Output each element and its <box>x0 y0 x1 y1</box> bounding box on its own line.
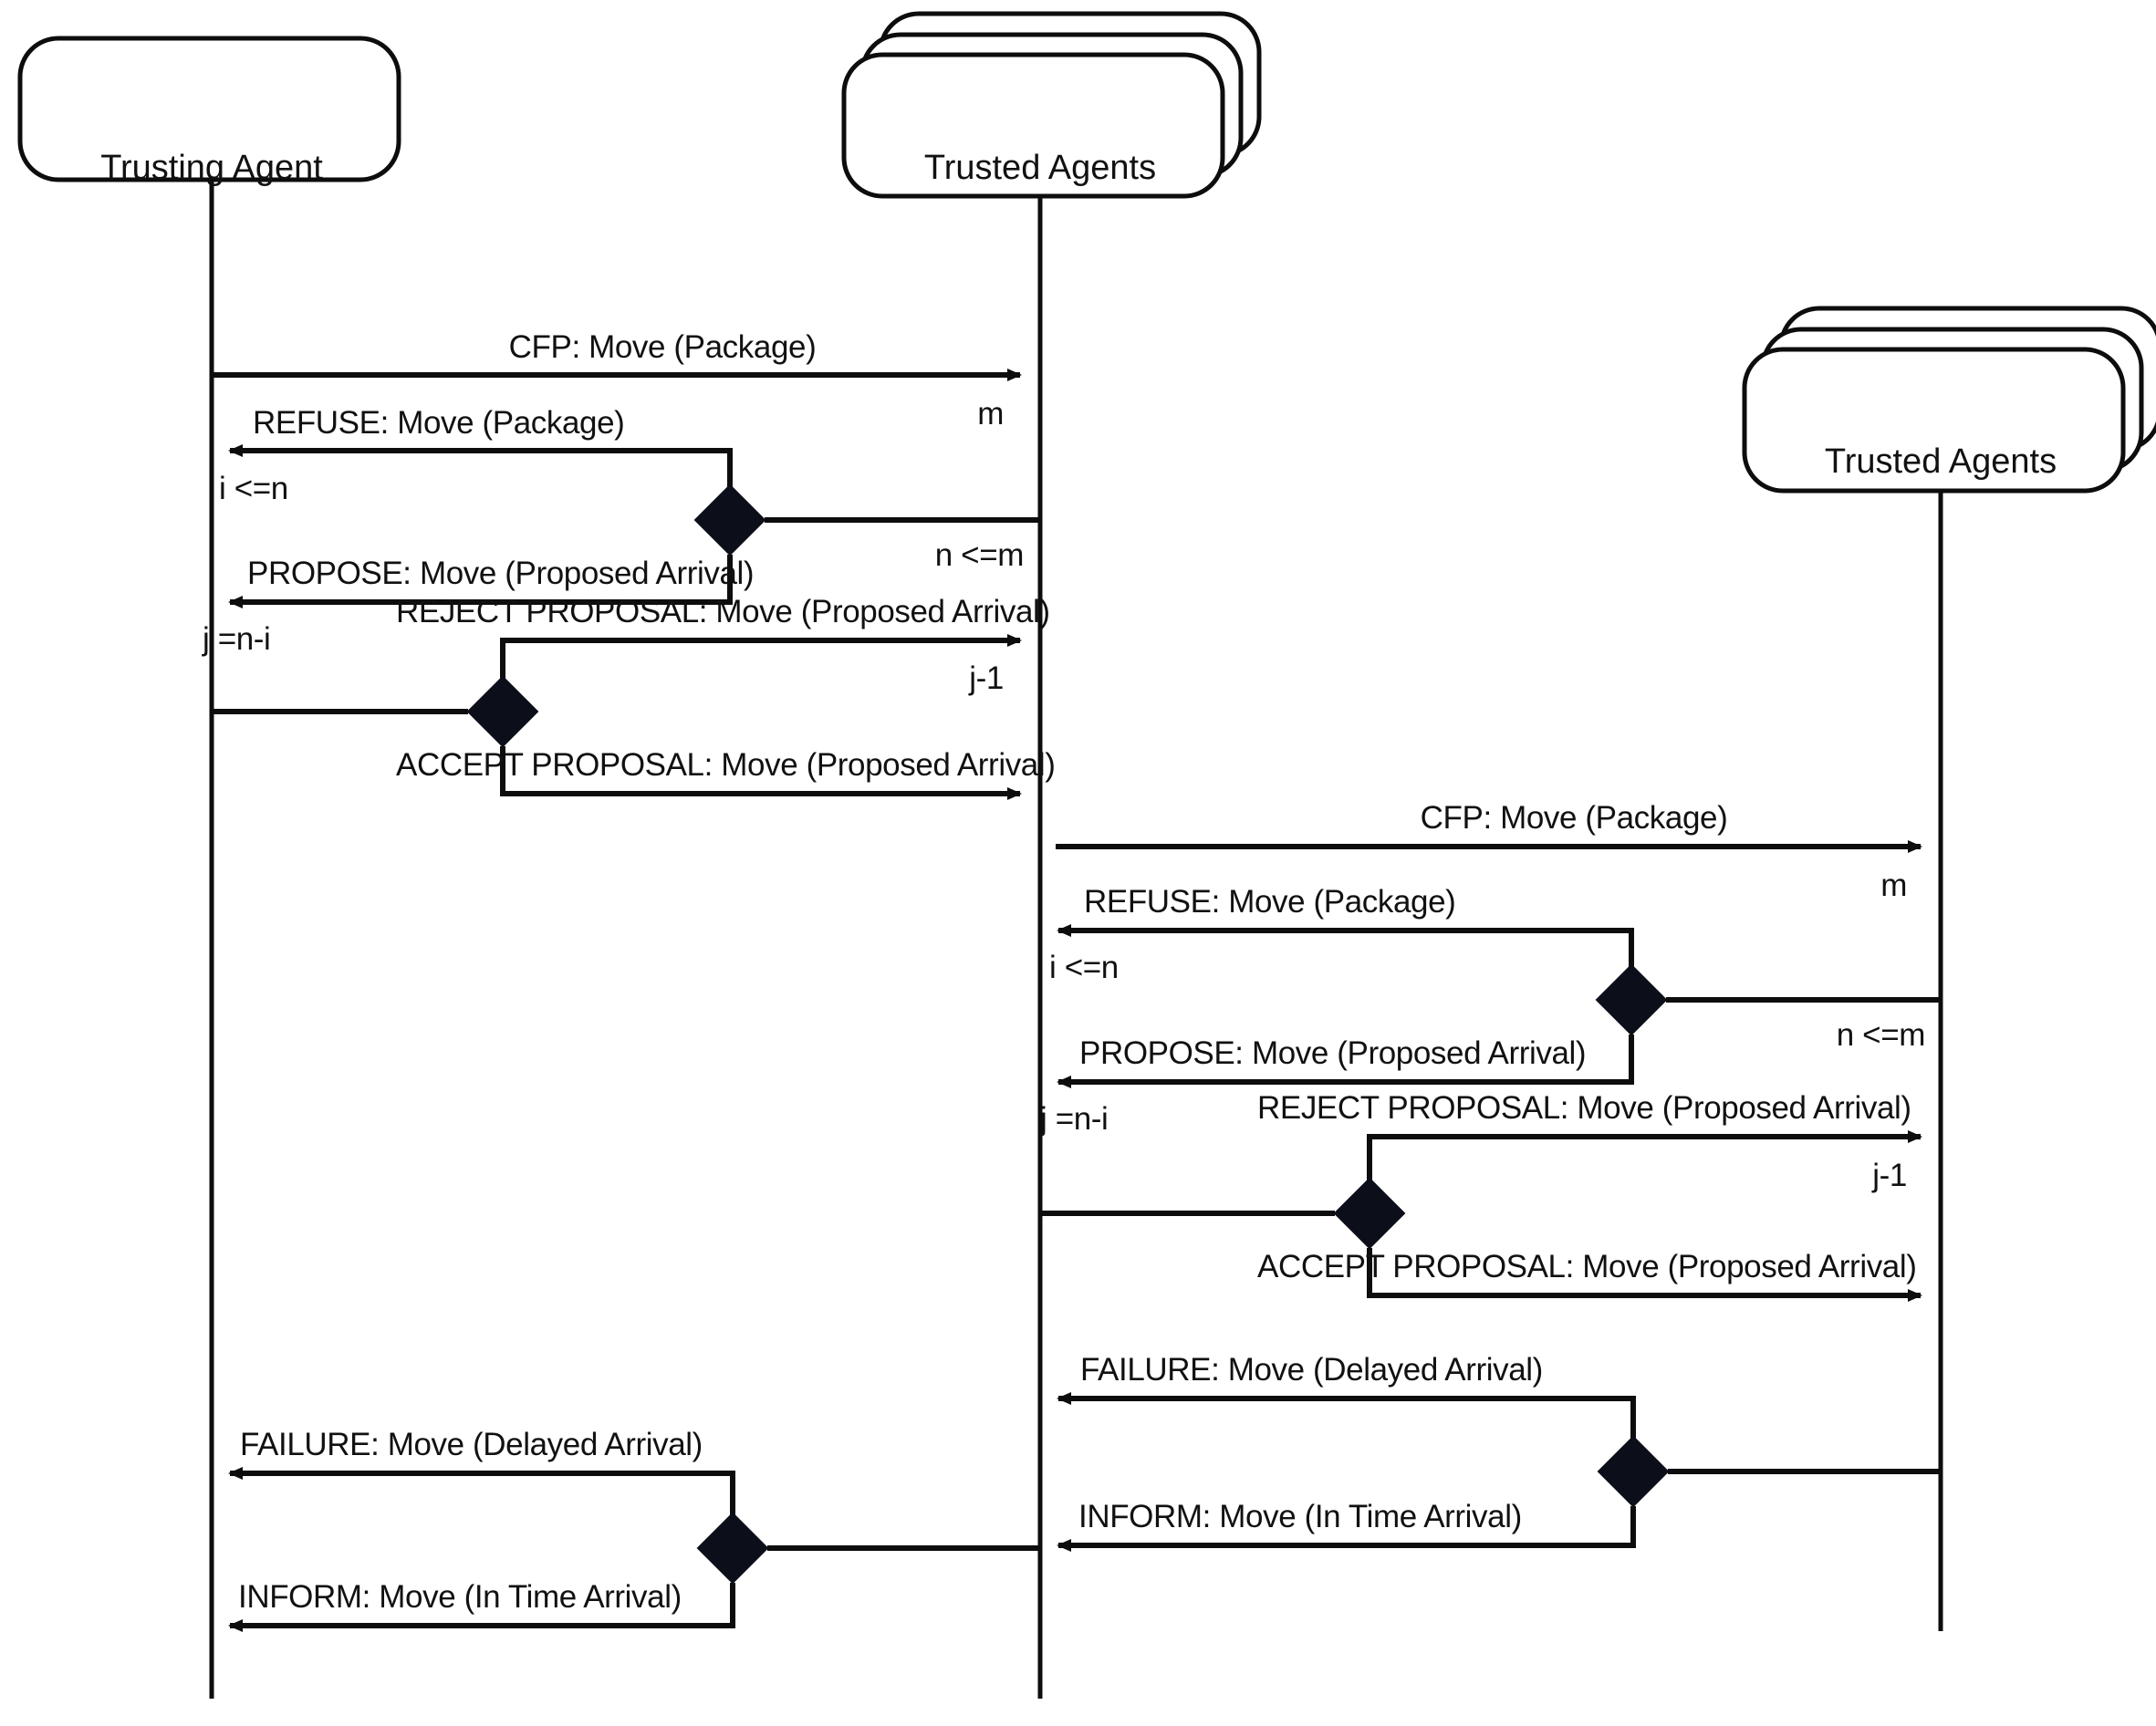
decision-diamond[interactable] <box>1597 1435 1670 1508</box>
trusted-agents-2-label: Trusted Agents <box>1825 442 2057 481</box>
trusted-agents-2-box-front[interactable] <box>1742 347 2126 494</box>
message-accept-proposal-right[interactable]: ACCEPT PROPOSAL: Move (Proposed Arrival) <box>1257 1248 1922 1302</box>
message-refuse-left[interactable]: REFUSE: Move (Package) i <=n <box>219 405 733 520</box>
message-label: CFP: Move (Package) <box>1421 800 1728 836</box>
message-label: INFORM: Move (In Time Arrival) <box>238 1579 682 1615</box>
decision-diamond[interactable] <box>1333 1177 1406 1250</box>
participant-trusting-agent[interactable]: Trusting Agent <box>17 36 401 187</box>
branch-failure-inform-left[interactable] <box>696 1512 1040 1585</box>
multiplicity-m-left: m <box>977 396 1004 432</box>
message-label: REJECT PROPOSAL: Move (Proposed Arrival) <box>1257 1090 1911 1126</box>
message-label: REJECT PROPOSAL: Move (Proposed Arrival) <box>396 594 1050 629</box>
participant-trusted-agents-2[interactable]: Trusted Agents <box>1742 306 2156 494</box>
message-inform-left[interactable]: INFORM: Move (In Time Arrival) <box>228 1579 735 1632</box>
message-arrow <box>1367 1248 1922 1302</box>
decision-diamond[interactable] <box>693 483 766 556</box>
branch-reject-accept-right[interactable] <box>1040 1177 1406 1250</box>
branch-refuse-propose-right[interactable]: n <=m <box>1595 963 1941 1053</box>
message-arrow <box>1057 924 1634 1000</box>
message-label: REFUSE: Move (Package) <box>1084 884 1455 920</box>
message-arrow <box>500 746 1022 800</box>
message-arrow <box>228 444 733 520</box>
branch-failure-inform-right[interactable] <box>1597 1435 1941 1508</box>
multiplicity-n-right: n <=m <box>1837 1017 1925 1053</box>
message-reject-proposal-left[interactable]: REJECT PROPOSAL: Move (Proposed Arrival)… <box>396 594 1050 712</box>
message-arrow <box>1057 1392 1636 1471</box>
message-failure-left[interactable]: FAILURE: Move (Delayed Arrival) <box>228 1427 735 1548</box>
trusting-agent-label: Trusting Agent <box>100 149 323 187</box>
message-arrow <box>1057 1506 1636 1552</box>
message-arrow <box>1057 1035 1634 1088</box>
message-label: ACCEPT PROPOSAL: Move (Proposed Arrival) <box>1257 1249 1917 1284</box>
message-inform-right[interactable]: INFORM: Move (In Time Arrival) <box>1057 1499 1636 1552</box>
message-arrow <box>228 555 733 608</box>
message-arrow <box>228 1583 735 1632</box>
trusting-agent-box[interactable] <box>17 36 401 182</box>
message-label: PROPOSE: Move (Proposed Arrival) <box>247 556 754 591</box>
trusted-agents-1-label: Trusted Agents <box>924 149 1156 187</box>
message-label: FAILURE: Move (Delayed Arrival) <box>240 1427 703 1462</box>
message-cfp-left[interactable]: CFP: Move (Package) m <box>212 329 1022 432</box>
multiplicity-j1-right: j-1 <box>1871 1158 1907 1193</box>
message-arrow <box>1367 1130 1922 1213</box>
multiplicity-i-left: i <=n <box>219 471 288 506</box>
message-label: PROPOSE: Move (Proposed Arrival) <box>1079 1035 1586 1071</box>
multiplicity-i-right: i <=n <box>1049 950 1119 985</box>
message-label: ACCEPT PROPOSAL: Move (Proposed Arrival) <box>396 747 1056 783</box>
branch-refuse-propose-left[interactable]: n <=m <box>693 483 1040 573</box>
trusted-agents-1-box-front[interactable] <box>841 52 1225 199</box>
message-label: INFORM: Move (In Time Arrival) <box>1078 1499 1522 1534</box>
message-propose-right[interactable]: PROPOSE: Move (Proposed Arrival) j =n-i <box>1039 1035 1634 1137</box>
multiplicity-j1-left: j-1 <box>968 660 1004 696</box>
branch-reject-accept-left[interactable] <box>212 675 539 748</box>
decision-diamond[interactable] <box>1595 963 1668 1036</box>
message-label: CFP: Move (Package) <box>509 329 817 365</box>
decision-diamond[interactable] <box>696 1512 769 1585</box>
decision-diamond[interactable] <box>466 675 539 748</box>
message-cfp-right[interactable]: CFP: Move (Package) m <box>1056 800 1922 903</box>
message-failure-right[interactable]: FAILURE: Move (Delayed Arrival) <box>1057 1352 1636 1471</box>
message-reject-proposal-right[interactable]: REJECT PROPOSAL: Move (Proposed Arrival)… <box>1257 1090 1922 1213</box>
message-propose-left[interactable]: PROPOSE: Move (Proposed Arrival) j =n-i <box>202 555 755 657</box>
multiplicity-j-right: j =n-i <box>1039 1101 1108 1137</box>
message-arrow <box>500 634 1022 712</box>
participant-trusted-agents-1[interactable]: Trusted Agents <box>841 11 1262 199</box>
multiplicity-m-right: m <box>1880 868 1907 903</box>
lifelines <box>209 179 1943 1699</box>
message-refuse-right[interactable]: REFUSE: Move (Package) i <=n <box>1049 884 1634 1000</box>
message-arrow <box>228 1467 735 1548</box>
multiplicity-n-left: n <=m <box>935 537 1024 573</box>
message-label: REFUSE: Move (Package) <box>253 405 624 441</box>
multiplicity-j-left: j =n-i <box>202 621 270 657</box>
message-accept-proposal-left[interactable]: ACCEPT PROPOSAL: Move (Proposed Arrival) <box>396 746 1056 800</box>
message-label: FAILURE: Move (Delayed Arrival) <box>1080 1352 1543 1388</box>
